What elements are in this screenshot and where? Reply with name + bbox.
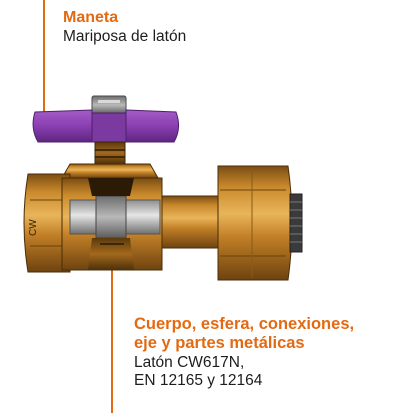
right-tailpiece: [161, 195, 225, 249]
handle-callout: Maneta Mariposa de latón: [63, 9, 186, 46]
body-callout-title-line1: Cuerpo, esfera, conexiones,: [134, 315, 355, 333]
stem-packing: [94, 141, 126, 165]
body-callout-desc-line1: Latón CW617N,: [134, 353, 245, 371]
body-callout-desc-line2: EN 12165 y 12164: [134, 372, 263, 390]
svg-text:CW: CW: [28, 219, 39, 236]
body-callout-title-line2: eje y partes metálicas: [134, 334, 305, 353]
handle-callout-desc: Mariposa de latón: [63, 27, 187, 45]
handle-right-wing: [125, 109, 180, 143]
handle-left-wing: [32, 109, 93, 143]
right-union-nut: [217, 165, 293, 281]
handle-callout-title: Maneta: [63, 9, 119, 26]
left-end-nut: [23, 173, 71, 273]
stem-nut: [91, 95, 127, 115]
body-callout: Cuerpo, esfera, conexiones, eje y partes…: [134, 315, 420, 391]
thread-stub: [289, 193, 303, 253]
